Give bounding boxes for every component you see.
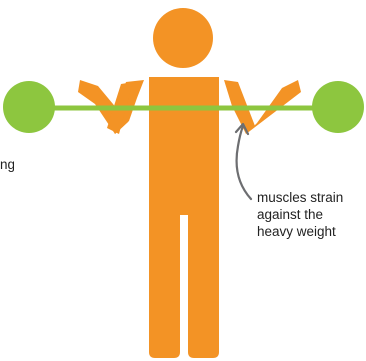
- callout-arrow-line: [237, 126, 251, 199]
- left-weight-plate: [3, 81, 55, 133]
- figure-body: [149, 77, 219, 358]
- muscles-label-line-2: against the: [257, 206, 343, 223]
- right-weight-plate: [312, 81, 364, 133]
- muscles-label-line-1: muscles strain: [257, 189, 343, 206]
- cropped-left-label: ng: [0, 156, 14, 173]
- muscles-strain-label: muscles strain against the heavy weight: [257, 189, 343, 240]
- figure-head: [153, 8, 213, 68]
- muscles-label-line-3: heavy weight: [257, 223, 343, 240]
